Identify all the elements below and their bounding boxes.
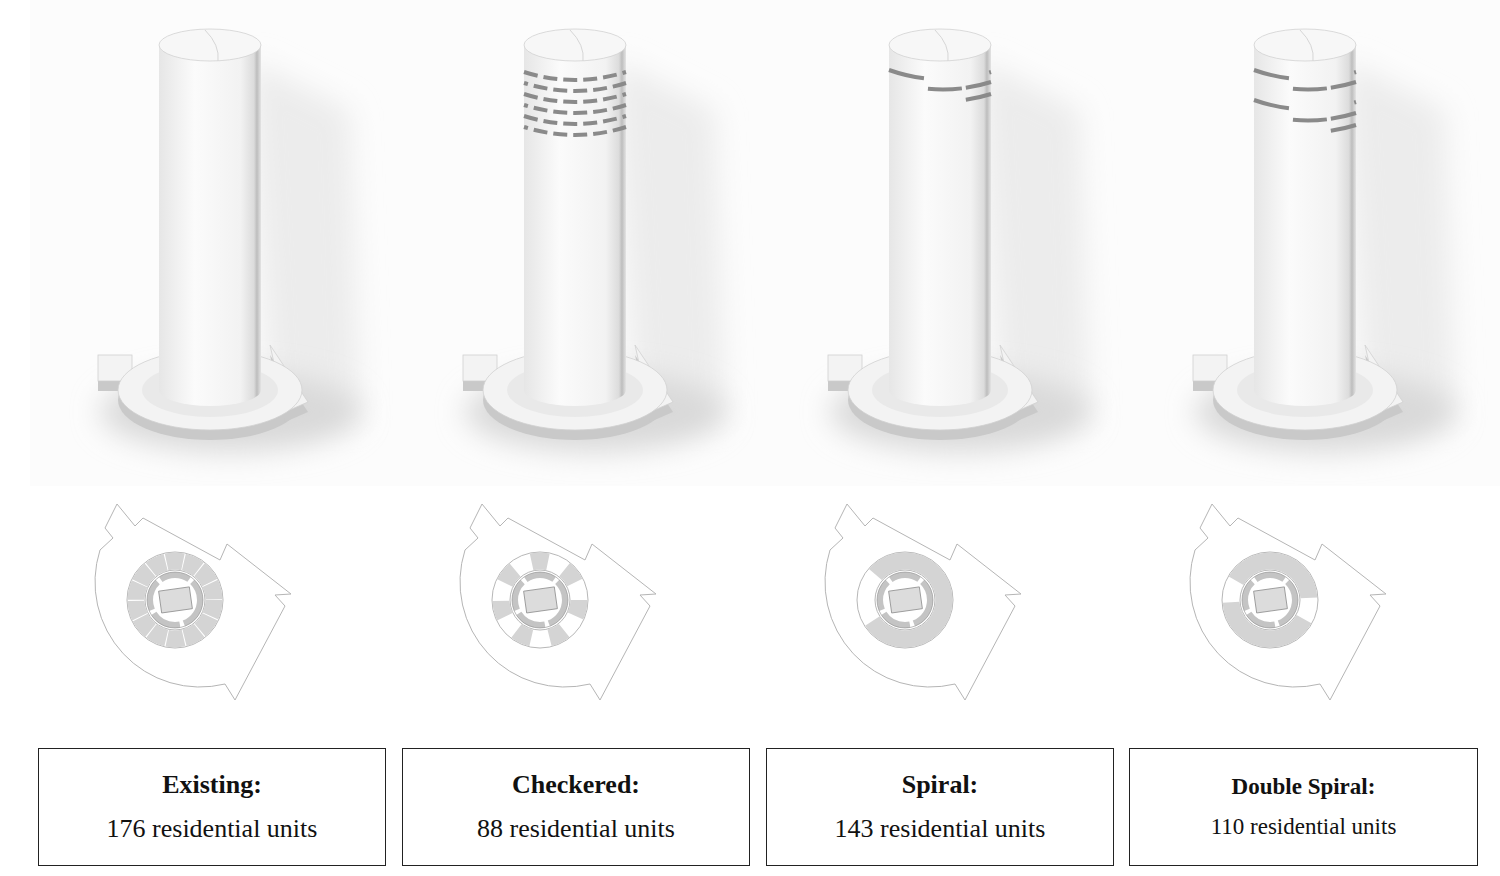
cut-band (1254, 80, 1356, 90)
scheme-name: Spiral: (902, 770, 979, 800)
render-ground (30, 0, 1500, 486)
unit-count: 88 residential units (477, 814, 675, 844)
cut-band (889, 70, 991, 80)
plan-base (825, 504, 1021, 700)
cut-row (524, 127, 626, 135)
unit-ring (136, 561, 214, 639)
cut-band (1254, 123, 1356, 133)
cut-row (524, 83, 626, 91)
tower-existing (98, 29, 360, 452)
cut-row (524, 72, 626, 80)
cut-band (1254, 111, 1356, 121)
plan-base (95, 504, 291, 700)
plan-core (1242, 572, 1298, 628)
cut-row (524, 94, 626, 102)
checkered-cuts (524, 72, 626, 135)
spiral-cuts (889, 70, 991, 102)
cut-band (889, 92, 991, 102)
plan-base (1190, 504, 1386, 700)
caption-box: Checkered: 88 residential units (402, 748, 750, 866)
cut-row (524, 116, 626, 124)
unit-ring (501, 561, 579, 639)
caption-box: Double Spiral: 110 residential units (1129, 748, 1478, 866)
unit-count: 176 residential units (107, 814, 318, 844)
caption-box: Spiral: 143 residential units (766, 748, 1114, 866)
caption-box: Existing: 176 residential units (38, 748, 386, 866)
scheme-name: Double Spiral: (1232, 774, 1376, 800)
plan-double-spiral (1190, 504, 1386, 700)
cut-band (889, 80, 991, 90)
unit-ring (866, 561, 944, 639)
unit-ring (1231, 561, 1309, 639)
scheme-name: Checkered: (512, 770, 640, 800)
cut-row (524, 105, 626, 113)
tower-double-spiral (1193, 29, 1455, 452)
plan-core (877, 572, 933, 628)
unit-count: 143 residential units (835, 814, 1046, 844)
plan-core (512, 572, 568, 628)
scheme-name: Existing: (162, 770, 262, 800)
plan-core (147, 572, 203, 628)
cut-band (1254, 100, 1356, 110)
cut-band (1254, 70, 1356, 80)
tower-checkered (463, 29, 725, 452)
plan-base (460, 504, 656, 700)
plan-spiral (825, 504, 1021, 700)
plan-existing (95, 504, 291, 700)
double-spiral-cuts (1254, 70, 1356, 133)
plan-checkered (460, 504, 656, 700)
unit-count: 110 residential units (1211, 814, 1397, 840)
tower-spiral (828, 29, 1090, 452)
